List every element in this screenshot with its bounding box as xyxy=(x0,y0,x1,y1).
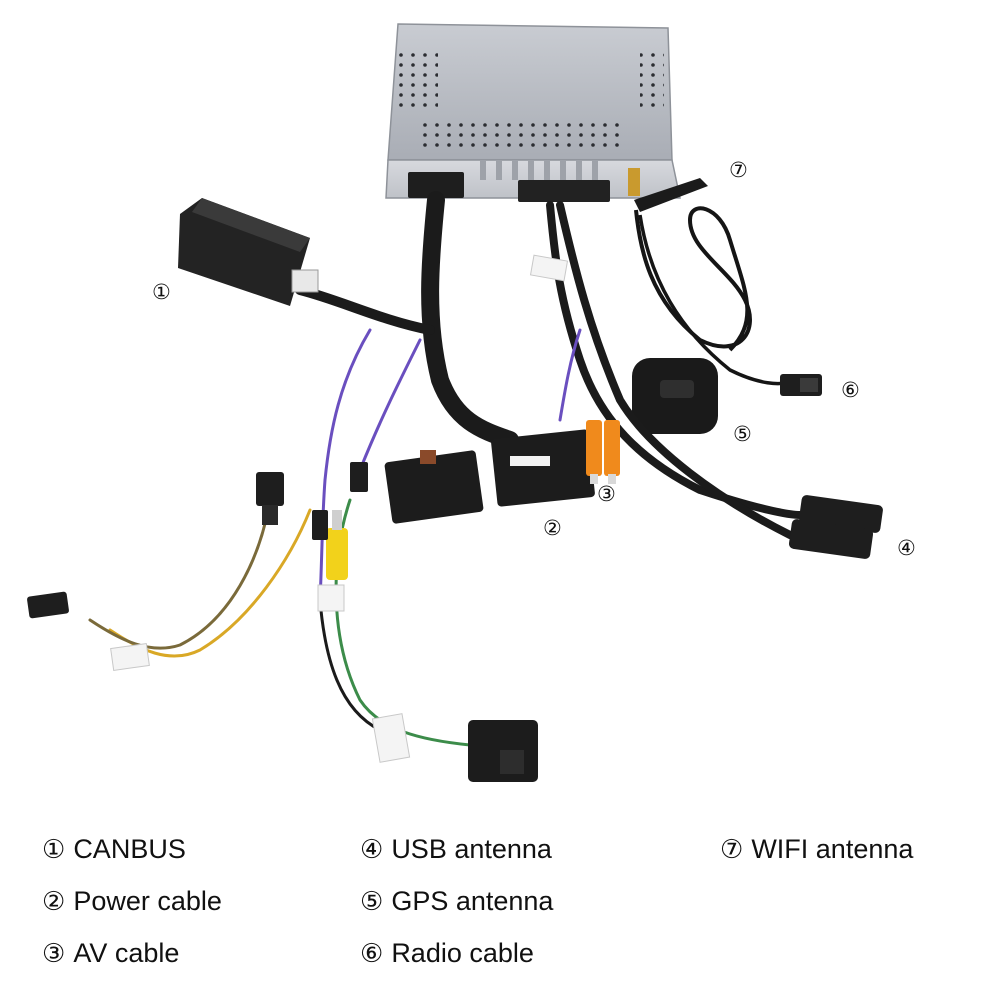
power-connector-left xyxy=(384,450,484,524)
legend-number: ④ xyxy=(360,835,384,865)
wifi-antenna xyxy=(634,178,791,386)
callout-power-cable: ② xyxy=(543,516,562,540)
callout-usb-antenna: ④ xyxy=(897,536,916,560)
small-plugs xyxy=(27,462,538,782)
power-connector-right xyxy=(491,429,595,507)
av-rca-connectors xyxy=(326,420,620,580)
callout-radio-cable: ⑥ xyxy=(841,378,860,402)
legend-number: ② xyxy=(42,887,66,917)
usb-antenna-plugs xyxy=(788,495,883,559)
legend-number: ⑦ xyxy=(720,835,744,865)
head-unit xyxy=(385,23,681,202)
legend-label: CANBUS xyxy=(73,834,186,864)
cable-labels xyxy=(110,254,569,763)
callout-wifi-antenna: ⑦ xyxy=(729,158,748,182)
legend-number: ③ xyxy=(42,939,66,969)
legend-label: WIFI antenna xyxy=(751,834,914,864)
legend-label: Power cable xyxy=(73,886,222,916)
callout-gps-antenna: ⑤ xyxy=(733,422,752,446)
callout-av-cable: ③ xyxy=(597,482,616,506)
legend-number: ① xyxy=(42,835,66,865)
legend-label: GPS antenna xyxy=(391,886,554,916)
legend-number: ⑤ xyxy=(360,887,384,917)
legend-label: AV cable xyxy=(73,938,180,968)
gps-antenna xyxy=(632,358,718,434)
radio-cable-connector xyxy=(780,374,822,396)
product-photo xyxy=(27,23,883,782)
canbus-box xyxy=(178,198,319,306)
legend-label: USB antenna xyxy=(391,834,552,864)
callout-canbus: ① xyxy=(152,280,171,304)
legend-number: ⑥ xyxy=(360,939,384,969)
legend-label: Radio cable xyxy=(391,938,534,968)
